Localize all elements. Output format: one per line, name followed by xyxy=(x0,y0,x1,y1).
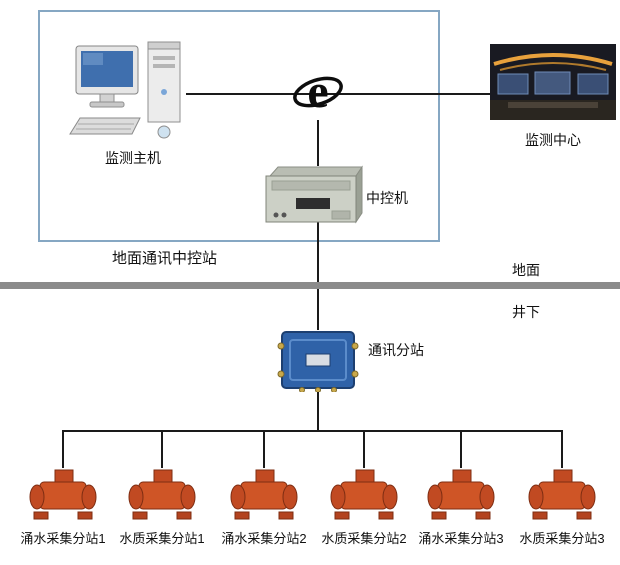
ground-station-label: 地面通讯中控站 xyxy=(112,250,218,267)
monitor-host-icon xyxy=(68,34,190,151)
comm-substation-icon xyxy=(276,328,360,397)
device-label-1: 涌水采集分站1 xyxy=(20,531,106,546)
link-control-machine-junction xyxy=(317,220,319,330)
device-icon-3 xyxy=(229,468,299,527)
control-machine-label: 中控机 xyxy=(366,190,408,206)
link-junction-bus xyxy=(317,390,319,432)
device-icon-6 xyxy=(527,468,597,527)
device-icon-1 xyxy=(28,468,98,527)
surface-divider xyxy=(0,282,620,289)
comm-substation-label: 通讯分站 xyxy=(368,342,424,358)
device-label-6: 水质采集分站3 xyxy=(519,531,605,546)
device-label-2: 水质采集分站1 xyxy=(119,531,205,546)
drop-line-5 xyxy=(460,430,462,468)
device-bus-line xyxy=(62,430,563,432)
control-machine-icon xyxy=(264,164,364,235)
drop-line-1 xyxy=(62,430,64,468)
device-icon-2 xyxy=(127,468,197,527)
drop-line-2 xyxy=(161,430,163,468)
underground-label: 井下 xyxy=(512,304,540,320)
monitor-center-image xyxy=(490,44,616,125)
monitor-host-label: 监测主机 xyxy=(105,150,161,166)
link-internet-control-machine xyxy=(317,120,319,166)
device-icon-5 xyxy=(426,468,496,527)
device-icon-4 xyxy=(329,468,399,527)
drop-line-4 xyxy=(363,430,365,468)
drop-line-6 xyxy=(561,430,563,468)
svg-text:e: e xyxy=(307,66,328,118)
drop-line-3 xyxy=(263,430,265,468)
surface-label: 地面 xyxy=(512,262,540,278)
device-label-4: 水质采集分站2 xyxy=(321,531,407,546)
internet-icon: e xyxy=(293,65,343,125)
device-label-3: 涌水采集分站2 xyxy=(221,531,307,546)
device-label-5: 涌水采集分站3 xyxy=(418,531,504,546)
monitor-center-label: 监测中心 xyxy=(525,132,581,148)
